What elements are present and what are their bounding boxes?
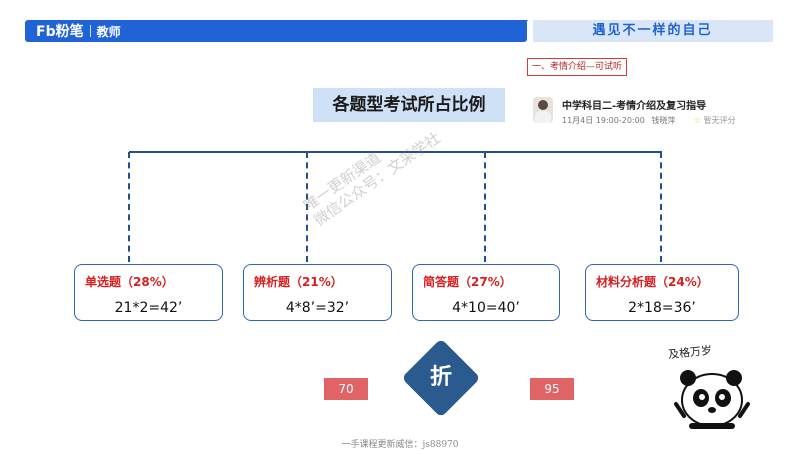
zhe-label: 折 xyxy=(429,365,452,390)
question-type-label: 单选题（28%） xyxy=(85,275,174,289)
question-type-formula: 2*18=36’ xyxy=(628,300,696,316)
tree-branch-1 xyxy=(128,152,130,262)
header-slogan-bar xyxy=(533,20,773,42)
header-bar xyxy=(25,20,527,42)
question-type-box: 材料分析题（24%） 2*18=36’ xyxy=(585,264,739,321)
question-type-formula: 4*10=40’ xyxy=(452,300,520,316)
question-type-label: 简答题（27%） xyxy=(423,275,512,289)
logo-divider xyxy=(89,25,91,37)
logo-sub: 教师 xyxy=(96,24,121,39)
course-teacher: 钱晓萍 xyxy=(651,116,676,125)
course-meta: 11月4日 19:00-20:00 钱晓萍 ☆ 暂无评分 xyxy=(562,115,736,126)
question-type-formula: 21*2=42’ xyxy=(114,300,183,316)
page-title: 各题型考试所占比例 xyxy=(313,88,505,122)
question-type-box: 辨析题（21%） 4*8’=32’ xyxy=(243,264,392,321)
panda-icon xyxy=(674,370,750,429)
question-type-label: 辨析题（21%） xyxy=(254,275,343,289)
fenbi-logo: Fb粉笔 教师 xyxy=(36,22,121,40)
question-type-label: 材料分析题（24%） xyxy=(596,275,709,289)
star-icon: ☆ xyxy=(693,116,702,125)
question-type-box: 单选题（28%） 21*2=42’ xyxy=(74,264,223,321)
tree-branch-2 xyxy=(306,152,308,262)
score-right-badge: 95 xyxy=(530,378,574,400)
header-slogan: 遇见不一样的自己 xyxy=(592,23,713,38)
tree-branch-4 xyxy=(660,152,662,262)
logo-brand: Fb粉笔 xyxy=(36,24,84,40)
tree-horizontal-line xyxy=(129,151,662,153)
question-type-formula: 4*8’=32’ xyxy=(285,300,350,316)
question-type-box: 简答题（27%） 4*10=40’ xyxy=(412,264,560,321)
tree-branch-3 xyxy=(484,152,486,262)
course-rating: 暂无评分 xyxy=(703,116,736,125)
course-title[interactable]: 中学科目二-考情介绍及复习指导 xyxy=(562,101,707,112)
score-left-badge: 70 xyxy=(324,378,368,400)
section-tag[interactable]: 一、考情介绍—可试听 xyxy=(527,58,628,76)
teacher-avatar xyxy=(533,97,553,123)
course-time: 11月4日 19:00-20:00 xyxy=(562,116,645,125)
header-slant xyxy=(510,20,528,42)
footer-text: 一手课程更新威信：js88970 xyxy=(341,440,459,450)
